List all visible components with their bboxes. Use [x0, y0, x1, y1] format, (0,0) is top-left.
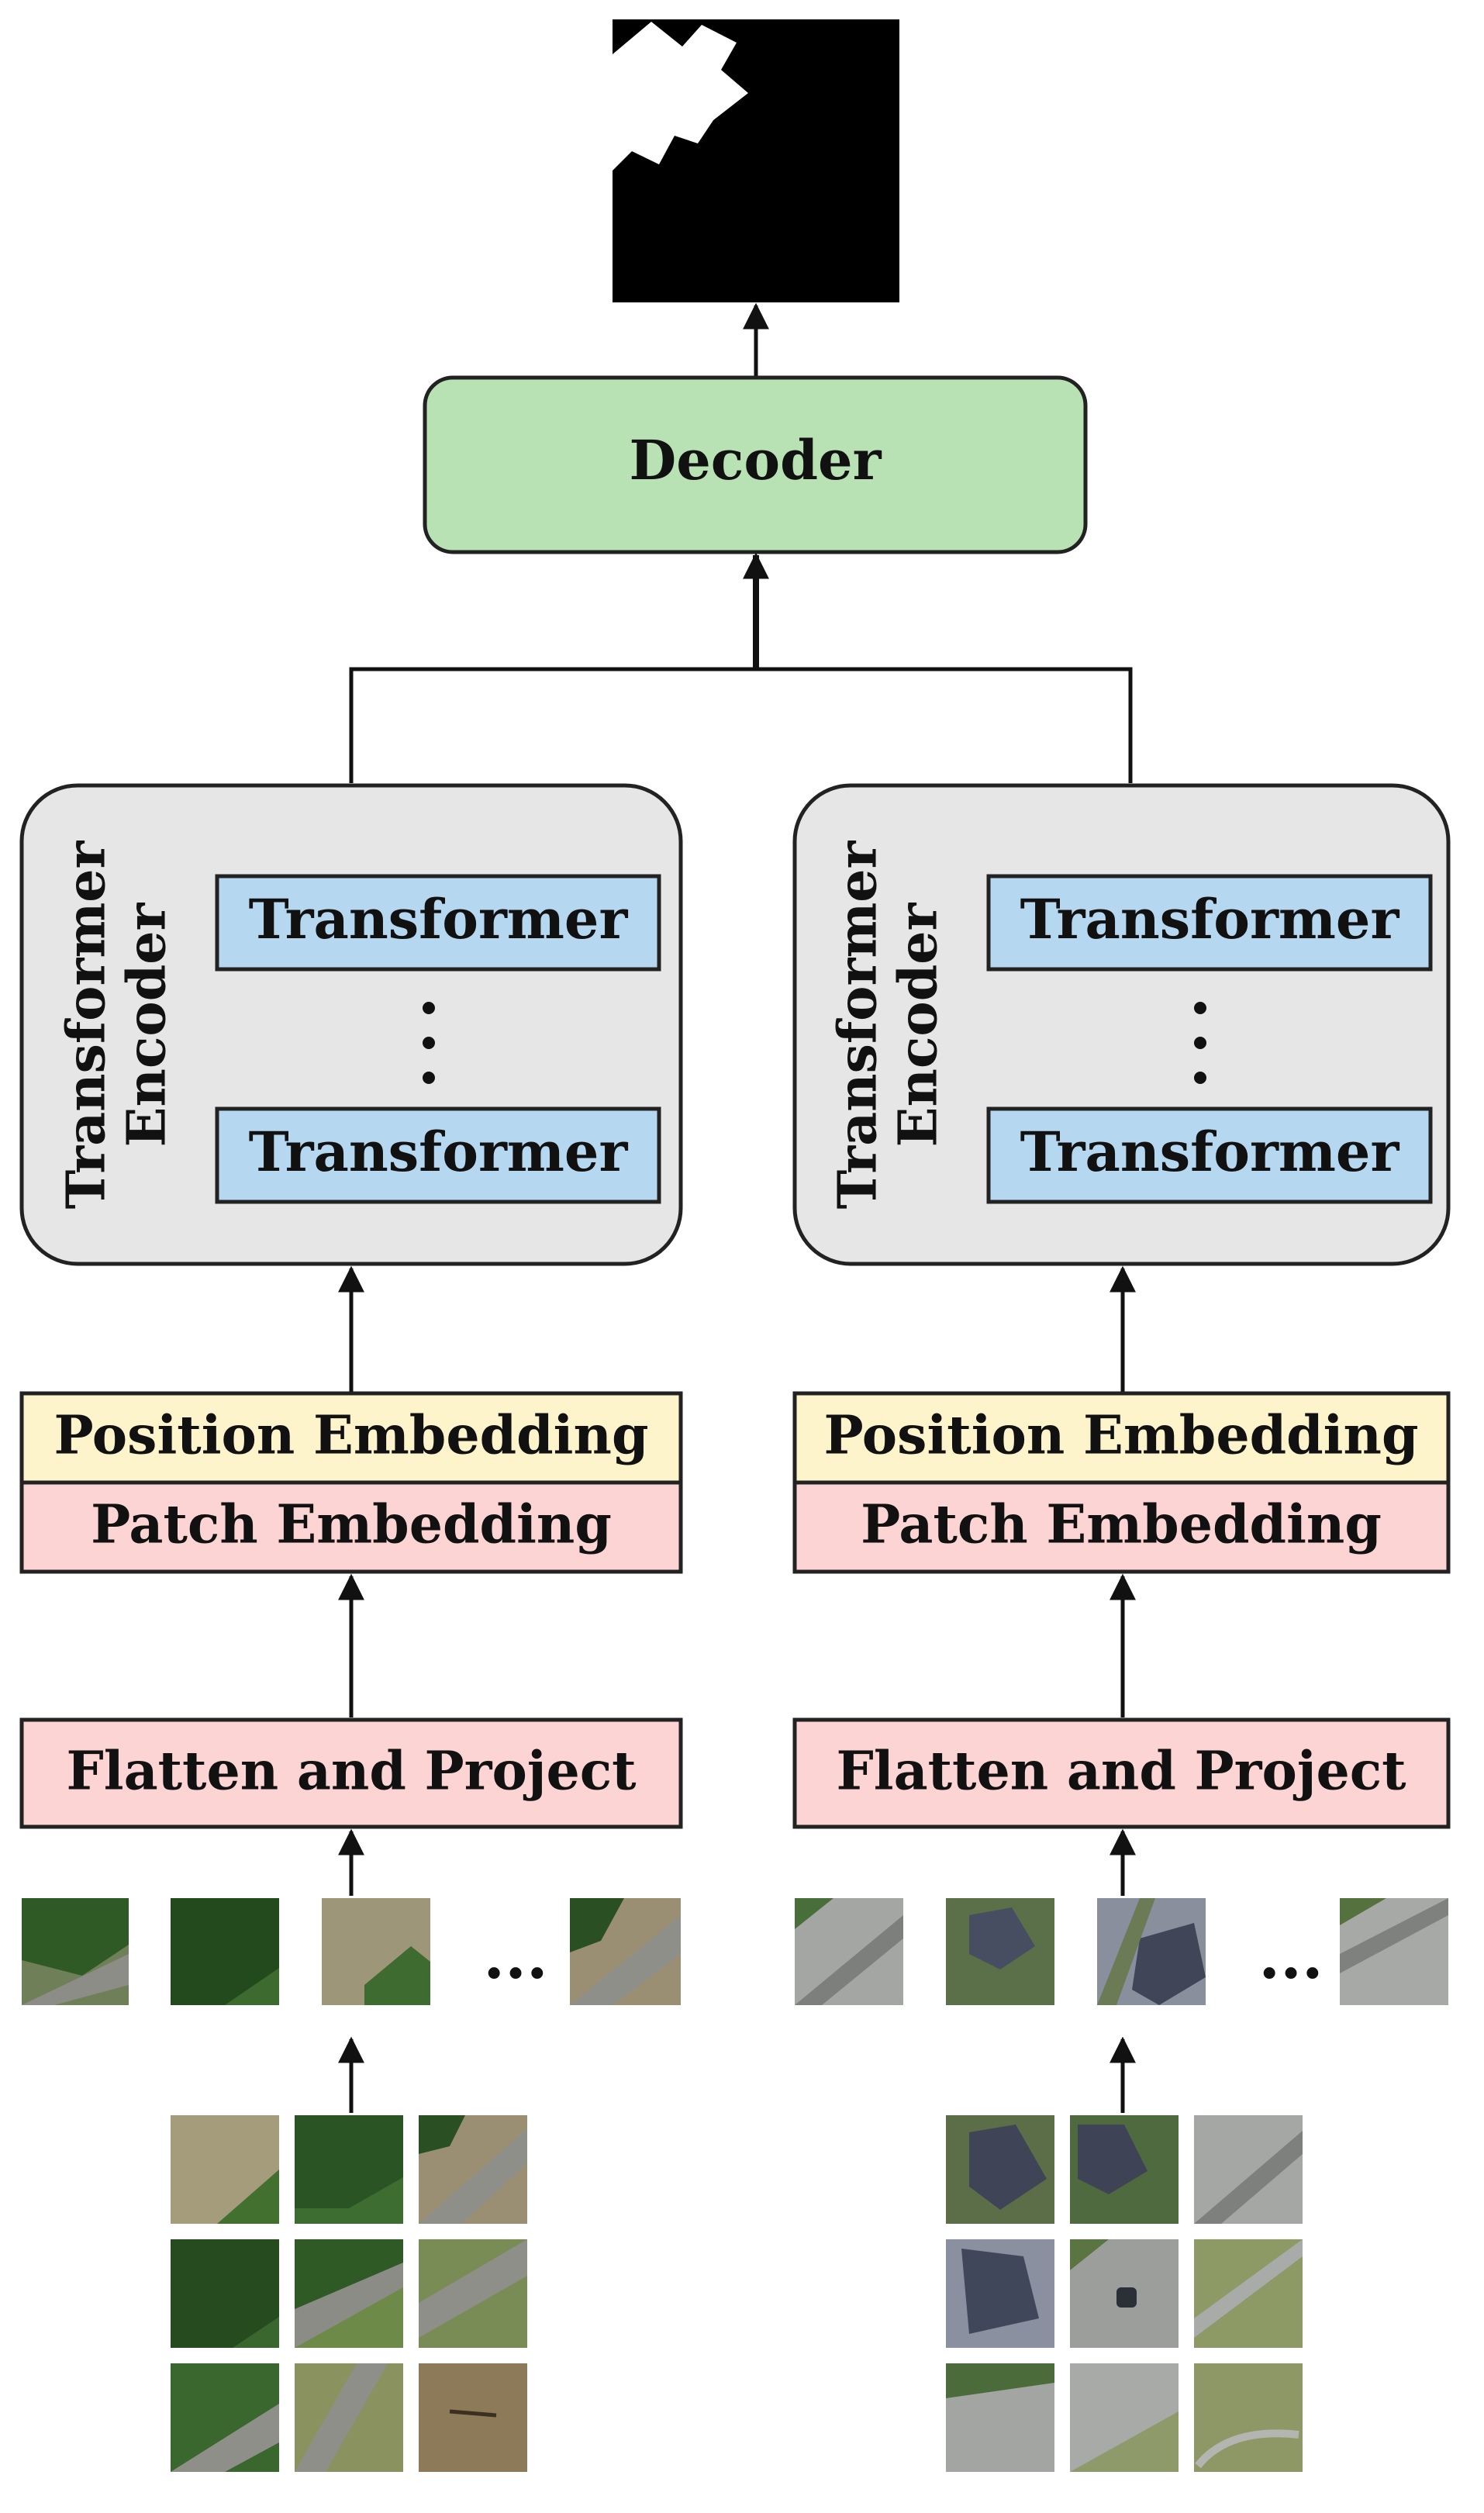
- transformer-block-top-label: Transformer: [1020, 887, 1400, 951]
- position-embedding-label: Position Embedding: [54, 1405, 649, 1467]
- aerial-houses-road-image: [946, 2363, 1054, 2472]
- vertical-ellipsis-dot: [423, 1002, 435, 1014]
- patch-ellipsis: ...: [483, 1920, 548, 1993]
- output-segmentation-mask: [613, 19, 899, 302]
- aerial-trees-road-image: [419, 2363, 527, 2472]
- aerial-houses-road-image: [1097, 1898, 1206, 2005]
- merge-connector: [349, 552, 1133, 783]
- aerial-trees-road-image: [295, 2115, 403, 2224]
- aerial-trees-road-image: [419, 2115, 527, 2224]
- aerial-houses-road-image: [1070, 2239, 1179, 2348]
- transformer-block-bottom: [986, 1106, 1433, 1204]
- aerial-trees-road-image: [171, 2363, 279, 2472]
- transformer-block-bottom-label: Transformer: [249, 1120, 629, 1184]
- flatten-project-label: Flatten and Project: [836, 1741, 1406, 1803]
- aerial-trees-road-image: [171, 2115, 279, 2224]
- position-embedding-box: [792, 1391, 1451, 1485]
- vertical-ellipsis-dot: [423, 1037, 435, 1049]
- transformer-block-bottom-label: Transformer: [1020, 1120, 1400, 1184]
- aerial-houses-road-image: [1194, 2363, 1303, 2472]
- patch-embedding-box: [19, 1480, 683, 1574]
- aerial-houses-road-image: [1070, 2115, 1179, 2224]
- aerial-trees-road-image: [171, 1898, 279, 2005]
- patch-embedding-label: Patch Embedding: [91, 1494, 612, 1556]
- patch-embedding-box: [792, 1480, 1451, 1574]
- aerial-trees-road-image: [295, 2239, 403, 2348]
- aerial-houses-road-image: [946, 1898, 1054, 2005]
- vertical-ellipsis-dot: [1194, 1072, 1206, 1084]
- flatten-project-box: [19, 1717, 683, 1829]
- encoder-title-line2: Encoder: [888, 902, 950, 1147]
- aerial-houses-road-image: [1194, 2115, 1303, 2224]
- aerial-houses-road-image: [1340, 1898, 1448, 2005]
- transformer-block-bottom: [215, 1106, 661, 1204]
- aerial-trees-road-image: [22, 1898, 129, 2005]
- transformer-block-top: [986, 874, 1433, 972]
- aerial-trees-road-image: [570, 1898, 681, 2005]
- right-branch: Transformer Encoder Transformer Transfor…: [792, 783, 1451, 2472]
- encoder-title-line1: Transformer: [56, 840, 118, 1209]
- aerial-houses-road-image: [795, 1898, 903, 2005]
- aerial-houses-road-image: [946, 2115, 1054, 2224]
- transformer-block-top-label: Transformer: [249, 887, 629, 951]
- aerial-trees-road-image: [419, 2239, 527, 2348]
- aerial-trees-road-image: [322, 1898, 430, 2005]
- aerial-houses-road-image: [946, 2239, 1054, 2348]
- encoder-title-line1: Transformer: [827, 840, 889, 1209]
- aerial-trees-road-image-patch-row: ...: [22, 1898, 681, 2005]
- aerial-trees-road-image-grid: [171, 2115, 527, 2472]
- encoder-title-line2: Encoder: [116, 902, 178, 1147]
- aerial-houses-road-image: [1194, 2239, 1303, 2348]
- flatten-project-box: [792, 1717, 1451, 1829]
- left-branch: Transformer Encoder Transformer Transfor…: [19, 783, 683, 2472]
- aerial-trees-road-image: [171, 2239, 279, 2348]
- vertical-ellipsis-dot: [1194, 1002, 1206, 1014]
- flatten-project-label: Flatten and Project: [66, 1741, 637, 1803]
- vertical-ellipsis-dot: [423, 1072, 435, 1084]
- decoder-block: Decoder: [423, 375, 1088, 554]
- aerial-houses-road-image: [1070, 2363, 1179, 2472]
- patch-embedding-label: Patch Embedding: [861, 1494, 1382, 1556]
- aerial-houses-road-image-patch-row: ...: [795, 1898, 1448, 2005]
- position-embedding-label: Position Embedding: [824, 1405, 1419, 1467]
- aerial-trees-road-image: [295, 2363, 403, 2472]
- transformer-block-top: [215, 874, 661, 972]
- aerial-houses-road-image-grid: [946, 2115, 1303, 2472]
- vertical-ellipsis-dot: [1194, 1037, 1206, 1049]
- patch-ellipsis: ...: [1258, 1920, 1324, 1993]
- decoder-box: [423, 375, 1088, 554]
- decoder-label: Decoder: [630, 428, 882, 492]
